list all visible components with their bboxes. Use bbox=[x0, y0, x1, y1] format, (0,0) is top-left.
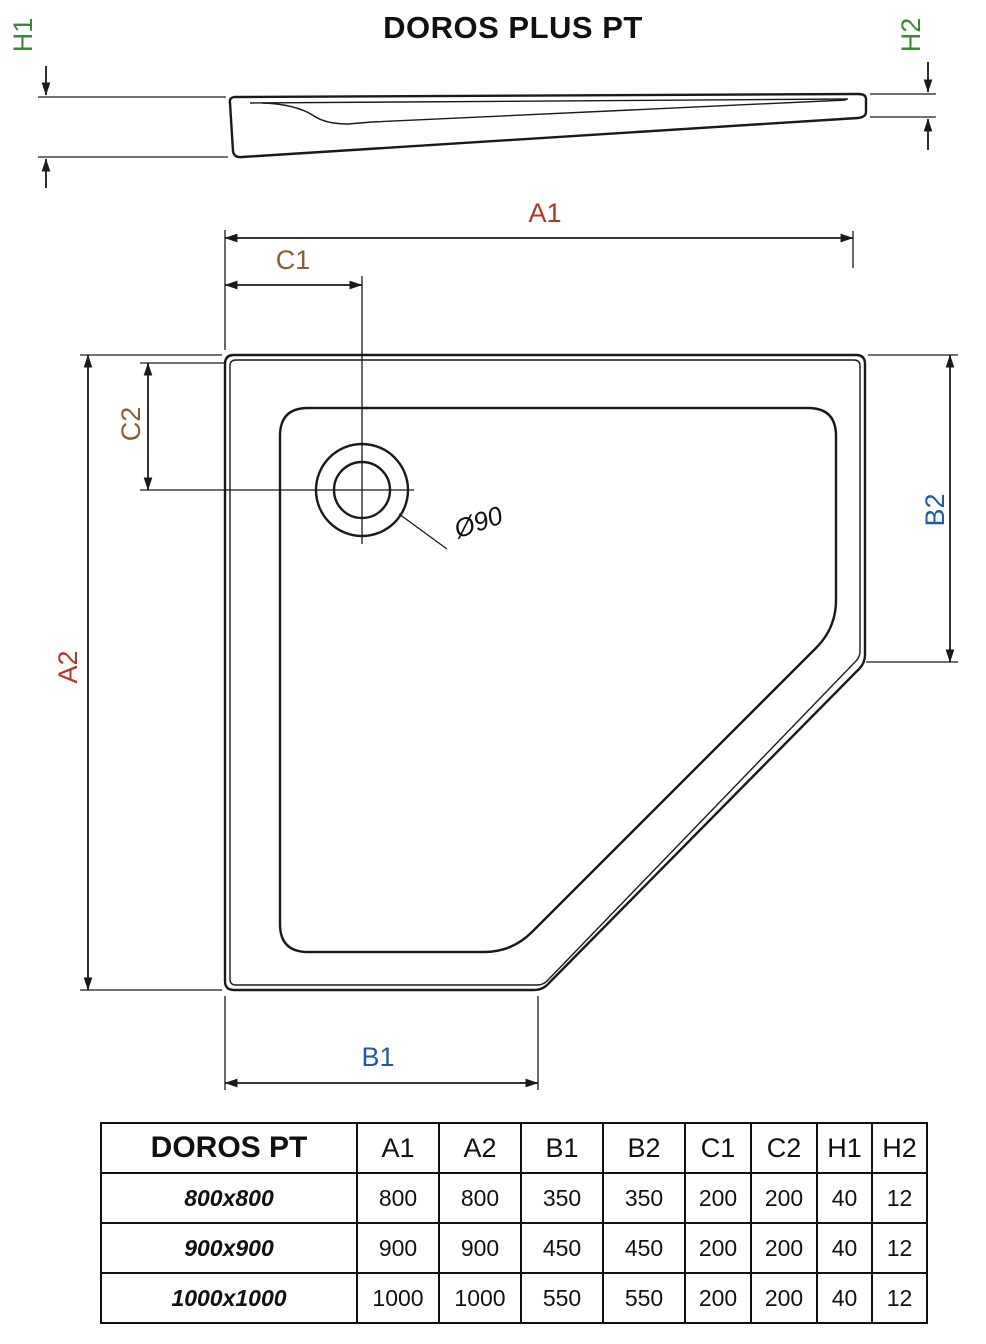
value-h1: 40 bbox=[816, 1222, 873, 1274]
table-row: 800x800 800 800 350 350 200 200 40 12 bbox=[100, 1172, 928, 1224]
value-c1: 200 bbox=[684, 1222, 752, 1274]
value-b1: 550 bbox=[520, 1272, 604, 1324]
model-name: 900x900 bbox=[100, 1222, 358, 1274]
value-c2: 200 bbox=[750, 1272, 818, 1324]
value-c1: 200 bbox=[684, 1272, 752, 1324]
value-c1: 200 bbox=[684, 1172, 752, 1224]
dim-h1: H1 bbox=[8, 18, 228, 188]
value-b2: 550 bbox=[602, 1272, 686, 1324]
model-name: 800x800 bbox=[100, 1172, 358, 1224]
dim-label-c2: C2 bbox=[116, 407, 146, 442]
dim-label-h1: H1 bbox=[8, 18, 38, 53]
dim-c2: C2 bbox=[116, 362, 225, 491]
dim-label-b2: B2 bbox=[920, 493, 950, 526]
dim-c1: C1 bbox=[224, 245, 363, 290]
value-b1: 350 bbox=[520, 1172, 604, 1224]
table-header-a1: A1 bbox=[356, 1122, 440, 1174]
value-b2: 450 bbox=[602, 1222, 686, 1274]
dim-label-h2: H2 bbox=[896, 18, 926, 53]
value-a1: 1000 bbox=[356, 1272, 440, 1324]
technical-drawing: H1 H2 Ø90 bbox=[8, 18, 958, 1090]
dim-label-a2: A2 bbox=[53, 650, 83, 683]
value-h2: 12 bbox=[871, 1272, 928, 1324]
value-c2: 200 bbox=[750, 1222, 818, 1274]
table-header-a2: A2 bbox=[438, 1122, 522, 1174]
table-header-h2: H2 bbox=[871, 1122, 928, 1174]
drain-diameter-label: Ø90 bbox=[449, 500, 507, 545]
table-header-b2: B2 bbox=[602, 1122, 686, 1174]
dim-label-b1: B1 bbox=[361, 1042, 394, 1072]
table-header-b1: B1 bbox=[520, 1122, 604, 1174]
dim-a2: A2 bbox=[53, 354, 222, 991]
value-c2: 200 bbox=[750, 1172, 818, 1224]
model-name: 1000x1000 bbox=[100, 1272, 358, 1324]
side-profile-view bbox=[228, 92, 868, 159]
drain: Ø90 bbox=[140, 276, 507, 550]
dimensions-table: DOROS PT A1 A2 B1 B2 C1 C2 H1 H2 800x800… bbox=[100, 1122, 928, 1324]
dim-label-c1: C1 bbox=[276, 245, 311, 275]
dim-h2: H2 bbox=[870, 18, 936, 150]
dim-a1: A1 bbox=[224, 198, 854, 350]
value-a2: 800 bbox=[438, 1172, 522, 1224]
value-a2: 900 bbox=[438, 1222, 522, 1274]
value-h2: 12 bbox=[871, 1172, 928, 1224]
table-header-row: DOROS PT A1 A2 B1 B2 C1 C2 H1 H2 bbox=[100, 1122, 928, 1174]
profile-rim-line bbox=[249, 98, 849, 104]
value-h2: 12 bbox=[871, 1222, 928, 1274]
table-header-h1: H1 bbox=[816, 1122, 873, 1174]
table-row: 900x900 900 900 450 450 200 200 40 12 bbox=[100, 1222, 928, 1274]
dim-b1: B1 bbox=[224, 996, 539, 1090]
dim-b2: B2 bbox=[866, 354, 958, 663]
dim-label-a1: A1 bbox=[528, 198, 561, 228]
tray-basin-outline bbox=[278, 406, 838, 954]
value-b2: 350 bbox=[602, 1172, 686, 1224]
drain-leader-line bbox=[398, 513, 448, 550]
tray-outer-outline bbox=[223, 353, 867, 992]
table-header-c2: C2 bbox=[750, 1122, 818, 1174]
value-h1: 40 bbox=[816, 1172, 873, 1224]
table-header-c1: C1 bbox=[684, 1122, 752, 1174]
tray-rim-outline bbox=[229, 359, 861, 986]
value-b1: 450 bbox=[520, 1222, 604, 1274]
table-header-model: DOROS PT bbox=[100, 1122, 358, 1174]
profile-basin-line bbox=[261, 99, 847, 125]
value-a1: 900 bbox=[356, 1222, 440, 1274]
value-a2: 1000 bbox=[438, 1272, 522, 1324]
value-h1: 40 bbox=[816, 1272, 873, 1324]
page-title: DOROS PLUS PT bbox=[383, 10, 643, 45]
plan-view: Ø90 bbox=[140, 276, 867, 992]
table-row: 1000x1000 1000 1000 550 550 200 200 40 1… bbox=[100, 1272, 928, 1324]
value-a1: 800 bbox=[356, 1172, 440, 1224]
